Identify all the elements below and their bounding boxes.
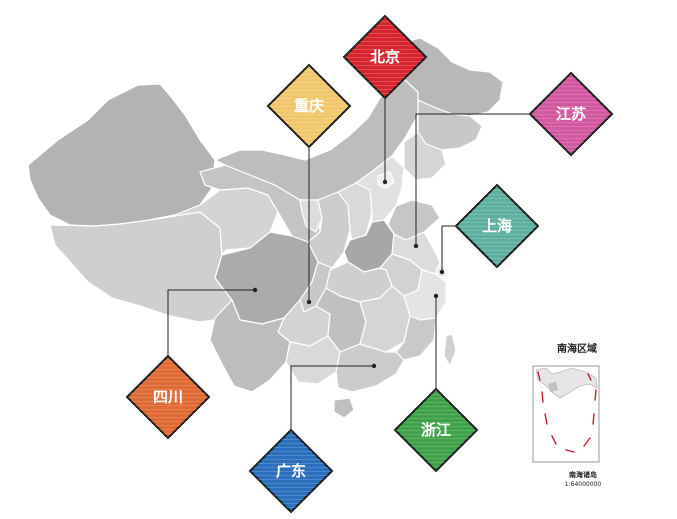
inset-hainan bbox=[548, 382, 558, 392]
marker-jiangsu-label: 江苏 bbox=[556, 105, 586, 123]
inset-title: 南海区域 bbox=[557, 342, 597, 355]
dot-sichuan bbox=[252, 287, 258, 293]
dot-guangdong bbox=[371, 363, 377, 369]
south-china-sea-inset: 南海区域 南海诸岛 1:64000000 bbox=[532, 342, 602, 488]
connector-sichuan bbox=[167, 289, 255, 358]
region-tibet bbox=[49, 211, 233, 323]
marker-sichuan-label: 四川 bbox=[153, 388, 183, 406]
region-taiwan bbox=[443, 333, 457, 367]
inset-scale: 1:64000000 bbox=[565, 481, 602, 488]
region-xinjiang bbox=[27, 83, 216, 227]
region-shandong bbox=[387, 199, 441, 241]
region-liaoning bbox=[403, 131, 447, 181]
connector-shanghai bbox=[441, 225, 462, 272]
marker-sichuan[interactable]: 四川 bbox=[125, 354, 211, 440]
marker-guangdong-label: 广东 bbox=[276, 462, 306, 480]
marker-chongqing-label: 重庆 bbox=[294, 97, 324, 115]
connector-dots bbox=[252, 179, 445, 369]
marker-zhejiang[interactable]: 浙江 bbox=[393, 387, 479, 473]
dot-shanghai bbox=[439, 269, 445, 275]
marker-chongqing[interactable]: 重庆 bbox=[266, 63, 352, 149]
dot-chongqing bbox=[306, 299, 312, 305]
region-qinghai bbox=[149, 187, 279, 256]
connector-guangdong bbox=[290, 365, 374, 430]
inset-islands-label: 南海诸岛 bbox=[569, 470, 597, 479]
region-guangdong bbox=[335, 343, 405, 393]
connector-jiangsu bbox=[415, 113, 530, 246]
region-hainan bbox=[333, 397, 355, 419]
marker-shanghai-label: 上海 bbox=[482, 217, 512, 235]
dot-jiangsu bbox=[413, 243, 419, 249]
region-beijing bbox=[377, 171, 395, 189]
region-jilin bbox=[417, 99, 483, 151]
marker-zhejiang-label: 浙江 bbox=[421, 421, 451, 439]
dot-zhejiang bbox=[433, 293, 439, 299]
marker-shanghai[interactable]: 上海 bbox=[454, 183, 540, 269]
marker-jiangsu[interactable]: 江苏 bbox=[528, 71, 614, 157]
map-regions bbox=[27, 37, 504, 419]
dot-beijing bbox=[382, 179, 388, 185]
inset-nine-dash-line bbox=[537, 371, 597, 453]
marker-beijing-label: 北京 bbox=[370, 48, 400, 66]
marker-beijing[interactable]: 北京 bbox=[342, 14, 428, 100]
marker-guangdong[interactable]: 广东 bbox=[248, 428, 334, 514]
connector-lines bbox=[167, 98, 530, 430]
